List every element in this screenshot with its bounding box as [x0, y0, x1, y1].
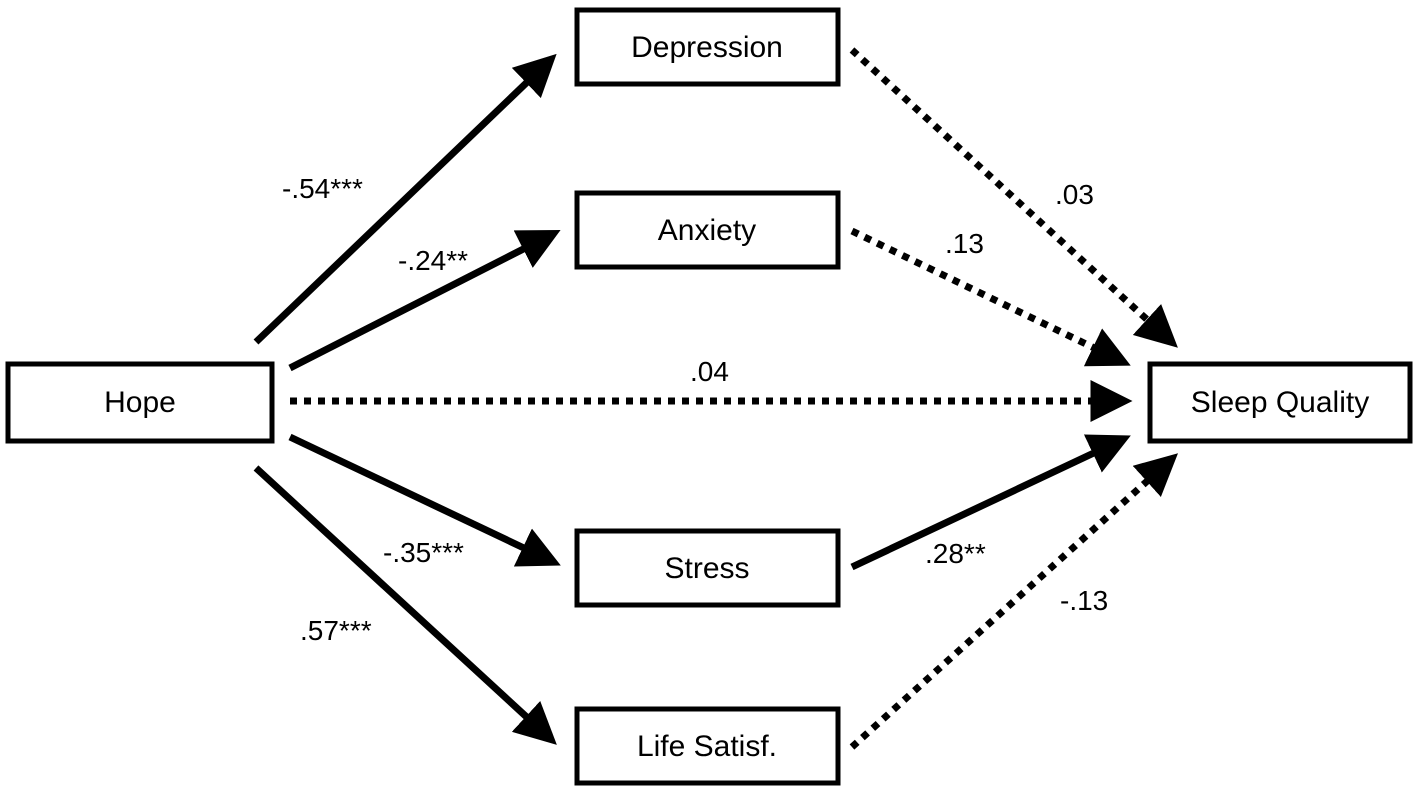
node-label: Sleep Quality — [1191, 386, 1369, 419]
node-sleep-quality: Sleep Quality — [1147, 361, 1413, 444]
node-depression: Depression — [574, 7, 841, 87]
edge-hope-stress — [288, 433, 561, 567]
node-label: Depression — [631, 31, 783, 64]
node-label: Life Satisf. — [637, 730, 777, 763]
edge-anxiety-sleep-quality — [850, 227, 1131, 367]
edge-hope-life-satisfaction — [253, 465, 557, 745]
edge-life-satisfaction-sleep-quality — [849, 453, 1179, 750]
edge-stress-sleep-quality — [850, 434, 1131, 571]
edge-hope-depression — [253, 53, 557, 345]
coefficient-anxiety-sleep-quality: .13 — [945, 228, 984, 259]
coefficient-hope-life-satisfaction: .57*** — [300, 615, 372, 646]
node-life-satisfaction: Life Satisf. — [574, 706, 841, 786]
coefficient-depression-sleep-quality: .03 — [1055, 179, 1094, 210]
node-label: Stress — [664, 552, 749, 585]
node-anxiety: Anxiety — [574, 190, 841, 270]
edges — [253, 47, 1179, 750]
coefficient-hope-depression: -.54*** — [282, 173, 363, 204]
coefficient-hope-anxiety: -.24** — [398, 245, 468, 276]
edge-depression-sleep-quality — [849, 47, 1178, 348]
coefficient-hope-sleep-quality: .04 — [690, 356, 729, 387]
coefficient-hope-stress: -.35*** — [383, 537, 464, 568]
node-label: Hope — [104, 386, 176, 419]
node-stress: Stress — [574, 528, 841, 608]
coefficient-stress-sleep-quality: .28** — [925, 538, 986, 569]
node-hope: Hope — [5, 361, 275, 444]
node-label: Anxiety — [658, 214, 756, 247]
edge-labels: -.54*** -.24** .04 -.35*** .57*** .03 .1… — [282, 173, 1108, 646]
edge-hope-anxiety — [288, 230, 561, 372]
coefficient-life-satisfaction-sleep-quality: -.13 — [1060, 585, 1108, 616]
